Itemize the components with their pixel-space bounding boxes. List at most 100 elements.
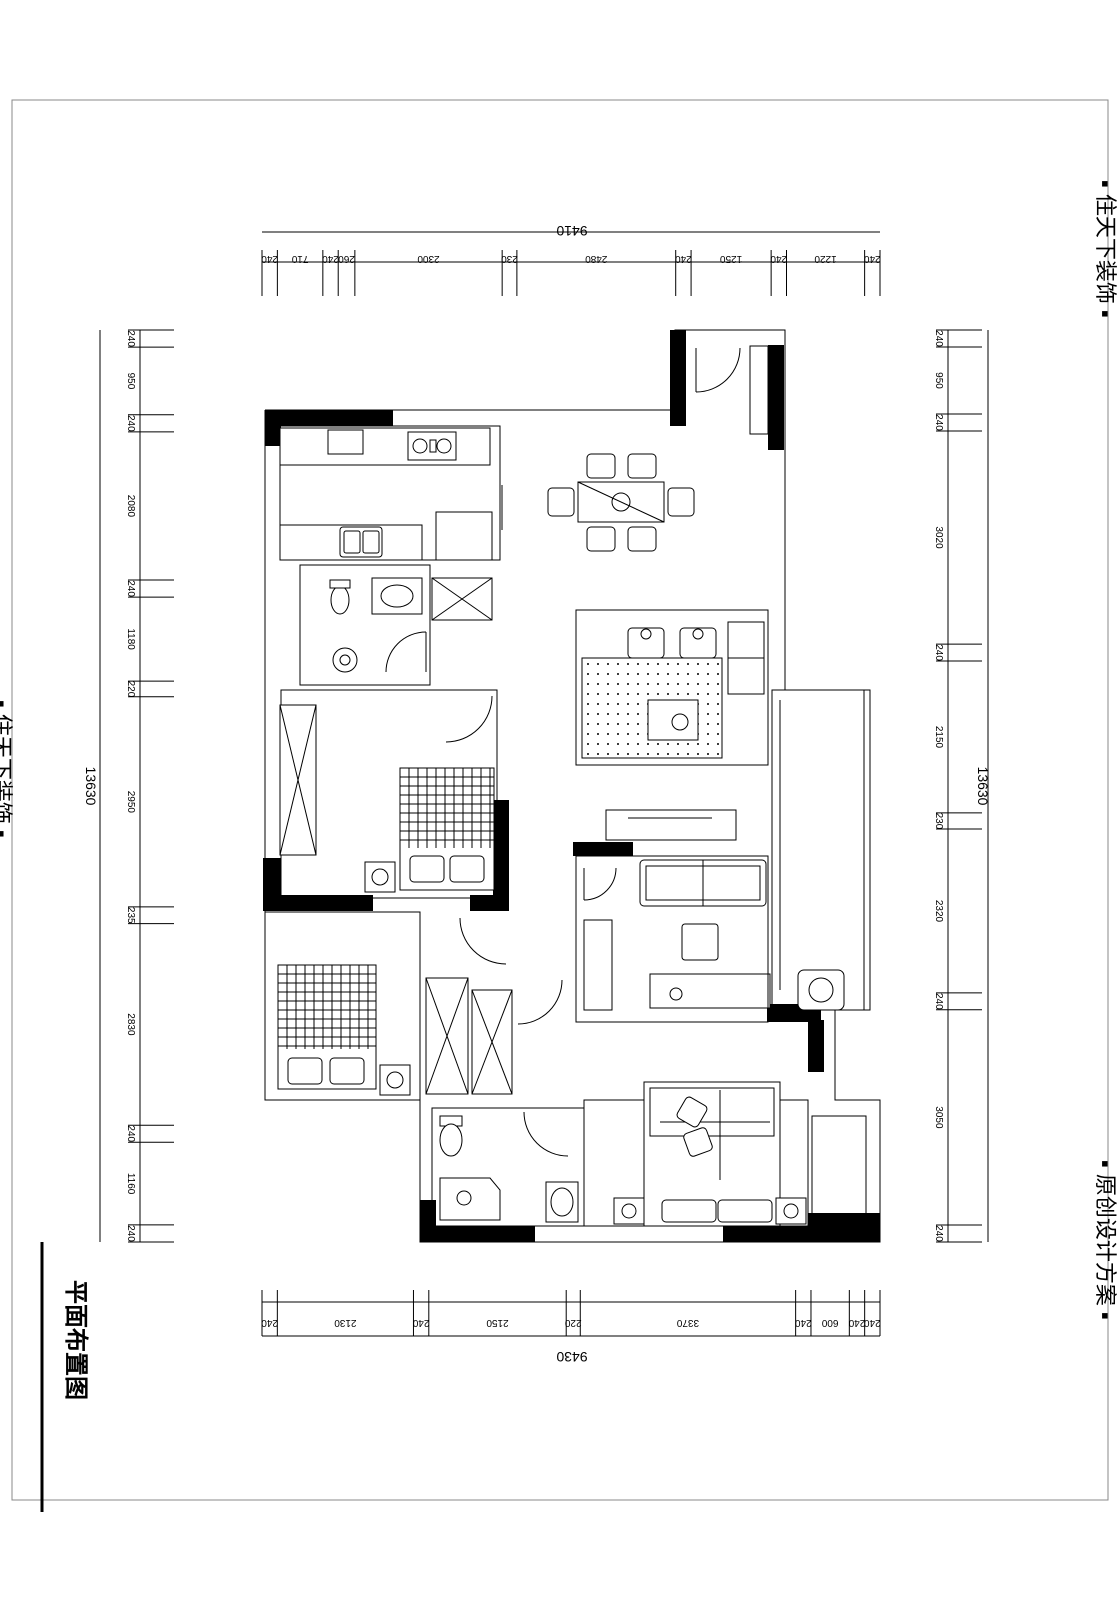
- tatami-dot: [627, 743, 629, 745]
- tatami-dot: [677, 663, 679, 665]
- tatami-dot: [637, 683, 639, 685]
- dimension-segment-label: 220: [564, 1317, 581, 1328]
- tatami-dot: [587, 673, 589, 675]
- wall-segment: [265, 410, 393, 426]
- dimension-segment-label: 600: [821, 1317, 838, 1328]
- dimension-segment-label: 260: [338, 253, 355, 264]
- top-total-dimension: 9410: [556, 223, 587, 239]
- tatami-dot: [667, 663, 669, 665]
- tatami-dot: [587, 703, 589, 705]
- master-bedroom: [583, 1081, 867, 1227]
- tatami-dot: [667, 753, 669, 755]
- tatami-dot: [687, 693, 689, 695]
- pillow: [329, 1057, 365, 1085]
- dimension-segment-label: 240: [933, 330, 944, 347]
- tatami-dot: [617, 693, 619, 695]
- tatami-dot: [717, 753, 719, 755]
- tatami-dot: [627, 723, 629, 725]
- bedroom-middle: [279, 689, 498, 899]
- dimension-segment-label: 240: [933, 1225, 944, 1242]
- tatami-dot: [707, 743, 709, 745]
- dimension-segment-label: 2320: [933, 900, 944, 923]
- pillow: [661, 1199, 717, 1223]
- tatami-dot: [617, 713, 619, 715]
- edge-text-right-bottom: ▪ 原创设计方案 ▪: [1093, 1160, 1118, 1320]
- tatami-dot: [707, 723, 709, 725]
- wash-basin-icon: [545, 1181, 579, 1223]
- tatami-dot: [697, 743, 699, 745]
- low-table: [647, 699, 699, 741]
- tatami-dot: [707, 683, 709, 685]
- tatami-dot: [707, 703, 709, 705]
- dimension-segment-label: 2150: [486, 1317, 509, 1328]
- tatami-dot: [717, 693, 719, 695]
- tatami-dot: [607, 753, 609, 755]
- side-cabinet: [727, 657, 765, 695]
- dimension-segment-label: 240: [864, 1317, 881, 1328]
- tatami-dot: [657, 663, 659, 665]
- dimension-segment-label: 950: [933, 372, 944, 389]
- tatami-dot: [607, 733, 609, 735]
- dimension-segment-label: 950: [125, 373, 136, 390]
- bathroom-upper: [299, 564, 493, 686]
- tatami-dot: [657, 673, 659, 675]
- tatami-dot: [597, 723, 599, 725]
- pillow: [409, 855, 445, 883]
- tatami-dot: [587, 713, 589, 715]
- wall-segment: [808, 1213, 880, 1229]
- tatami-dot: [637, 673, 639, 675]
- tatami-dot: [607, 723, 609, 725]
- tatami-dot: [597, 703, 599, 705]
- wall-segment: [263, 895, 373, 911]
- edge-text-left: ▪ 住天下装饰 ▪: [0, 700, 14, 838]
- tatami-dot: [677, 753, 679, 755]
- dimension-segment-label: 240: [125, 1225, 136, 1242]
- corridor-storage: [425, 977, 563, 1095]
- wall-segment: [573, 842, 633, 856]
- tatami-dot: [607, 693, 609, 695]
- tatami-dot: [647, 673, 649, 675]
- tatami-dot: [717, 703, 719, 705]
- desk-chair: [627, 627, 717, 659]
- dimension-segment-label: 240: [848, 1317, 865, 1328]
- tatami-dot: [657, 743, 659, 745]
- tatami-dot: [657, 693, 659, 695]
- sofa-icon: [639, 859, 767, 907]
- dimension-segment-label: 2480: [585, 253, 608, 264]
- tatami-dot: [627, 673, 629, 675]
- dimension-segment-label: 220: [125, 681, 136, 698]
- dimension-segment-label: 240: [933, 644, 944, 661]
- tatami-dot: [717, 723, 719, 725]
- toilet-icon: [439, 1115, 463, 1157]
- tatami-dot: [697, 673, 699, 675]
- tatami-dot: [707, 733, 709, 735]
- pillow: [449, 855, 485, 883]
- tatami-dot: [637, 723, 639, 725]
- dimension-segment-label: 2950: [125, 791, 136, 814]
- tatami-dot: [617, 683, 619, 685]
- dimension-segment-label: 240: [125, 580, 136, 597]
- tatami-dot: [607, 703, 609, 705]
- tatami-dot: [677, 683, 679, 685]
- toilet-icon: [329, 579, 351, 615]
- tatami-dot: [667, 743, 669, 745]
- dimension-segment-label: 235: [125, 907, 136, 924]
- tatami-dot: [607, 743, 609, 745]
- side-cabinet: [727, 621, 765, 659]
- wall-segment: [420, 1226, 535, 1242]
- wall-cabinet: [327, 429, 364, 455]
- coffee-table: [649, 973, 771, 1009]
- tatami-dot: [607, 683, 609, 685]
- tatami-dot: [617, 733, 619, 735]
- tatami-dot: [707, 753, 709, 755]
- tatami-dot: [707, 713, 709, 715]
- sheet-border: [11, 99, 1109, 1501]
- tatami-dot: [617, 743, 619, 745]
- tatami-dot: [587, 723, 589, 725]
- wall-segment: [808, 1020, 824, 1072]
- dimension-segment-label: 240: [412, 1317, 429, 1328]
- dimension-segment-label: 710: [291, 253, 308, 264]
- dimension-segment-label: 1180: [125, 628, 136, 650]
- tatami-dot: [627, 693, 629, 695]
